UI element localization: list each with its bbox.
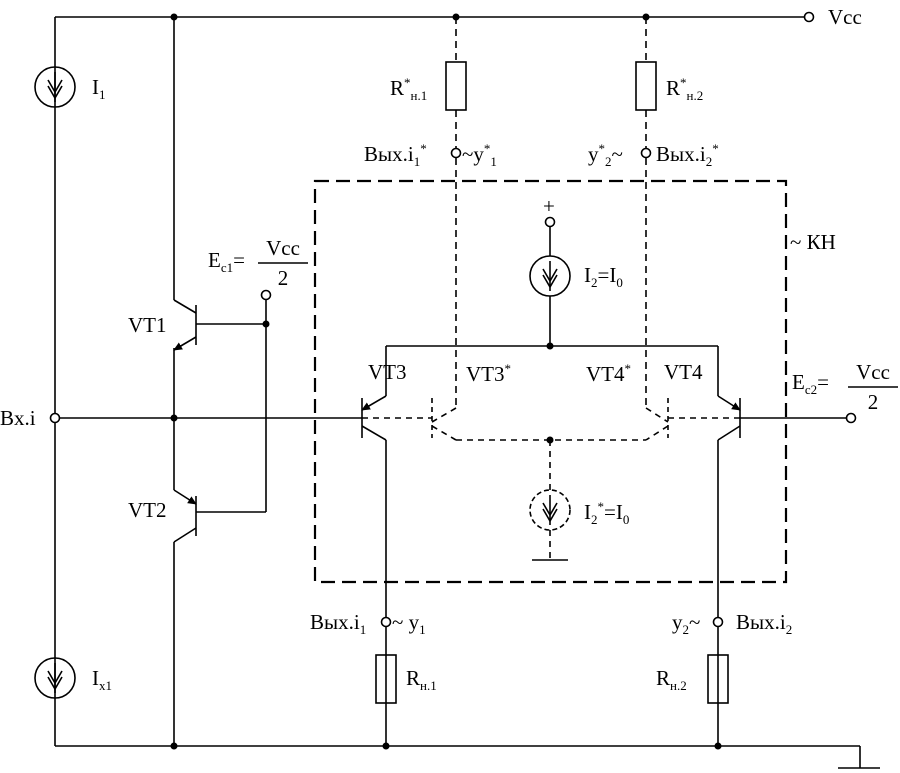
y1-label: ~ y1 <box>392 610 426 638</box>
current-source-ix1 <box>34 657 76 699</box>
resistor-rn2 <box>707 654 729 704</box>
i2-label: I2=I0 <box>584 263 623 291</box>
out2s-terminal <box>640 147 652 159</box>
vcc-label: Vcc <box>828 5 862 29</box>
out1-terminal <box>380 616 392 628</box>
i2-star-label: I2*=I0 <box>584 499 630 528</box>
ec2-terminal <box>845 412 857 424</box>
plus-terminal <box>544 216 556 228</box>
input-label: Bx.i <box>0 406 36 430</box>
plus-label: + <box>543 194 555 218</box>
out1-star-label: Вых.i1* <box>364 141 427 170</box>
rn1-star-label: R*н.1 <box>390 75 428 104</box>
input-terminal <box>49 412 61 424</box>
out2-terminal <box>712 616 724 628</box>
out2-star-label: Вых.i2* <box>656 141 719 170</box>
vt3-star-label: VT3* <box>466 361 511 386</box>
vt1-label: VT1 <box>128 313 167 337</box>
ix1-label: Ix1 <box>92 666 112 694</box>
out2-label: Вых.i2 <box>736 610 793 638</box>
ec2-numerator: Vcc <box>856 360 890 384</box>
ec1-denominator: 2 <box>277 266 289 290</box>
ec1-numerator: Vcc <box>266 236 300 260</box>
y1-star-label: ~y*1 <box>462 141 497 170</box>
vt4-star-label: VT4* <box>586 361 631 386</box>
vt3-label: VT3 <box>368 360 407 384</box>
y2-star-label: y*2~ <box>588 141 623 170</box>
rn2-star-label: R*н.2 <box>666 75 704 104</box>
rn2-label: Rн.2 <box>656 666 687 694</box>
ec1-terminal <box>260 289 272 301</box>
current-source-i1 <box>34 66 76 108</box>
ec1-label: Ec1= <box>208 248 245 276</box>
kh-block-border <box>313 179 788 584</box>
resistor-rn2-star <box>635 61 657 111</box>
vt4-label: VT4 <box>664 360 703 384</box>
i1-label: I1 <box>92 75 106 103</box>
ec2-denominator: 2 <box>867 390 879 414</box>
current-source-i2-star <box>529 489 571 531</box>
vcc-terminal <box>803 11 815 23</box>
ec2-label: Ec2= <box>792 370 829 398</box>
kh-label: ~ КН <box>790 230 836 254</box>
vt2-label: VT2 <box>128 498 167 522</box>
resistor-rn1-star <box>445 61 467 111</box>
out1s-terminal <box>450 147 462 159</box>
y2-label: y2~ <box>672 610 701 638</box>
rn1-label: Rн.1 <box>406 666 437 694</box>
resistor-rn1 <box>375 654 397 704</box>
out1-label: Вых.i1 <box>310 610 367 638</box>
